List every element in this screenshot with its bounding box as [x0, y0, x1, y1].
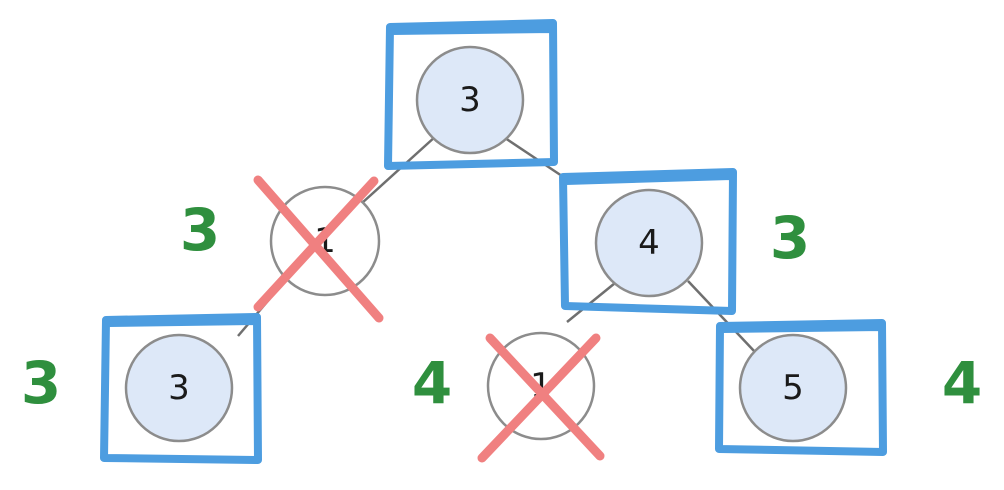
highlight-box-right-right [715, 319, 887, 456]
cross-stroke-a [253, 175, 384, 323]
annotation-left-left: 3 [21, 349, 61, 417]
cross-stroke-b [253, 176, 379, 312]
node-circle [738, 333, 848, 443]
highlight-box-left-left [100, 313, 262, 464]
cross-stroke-b [477, 333, 601, 463]
highlight-box-root [384, 19, 558, 170]
cross-right-left [477, 333, 605, 463]
node-circle [594, 188, 704, 298]
node-value: 5 [782, 368, 804, 408]
max-annotations: 3 3 3 4 4 [21, 196, 982, 417]
annotation-right-left: 4 [412, 349, 452, 417]
tree-node-root: 3 [415, 45, 525, 155]
node-value: 3 [168, 368, 190, 408]
cross-left [253, 175, 384, 323]
node-value: 4 [638, 223, 660, 263]
good-node-highlights [100, 19, 887, 464]
edge-right-rightright [687, 280, 756, 353]
tree-node-right-right: 5 [738, 333, 848, 443]
node-circle [124, 333, 234, 443]
node-circle [415, 45, 525, 155]
tree-node-right: 4 [594, 188, 704, 298]
annotation-right-right: 4 [942, 349, 982, 417]
tree-node-left-left: 3 [124, 333, 234, 443]
node-value: 3 [459, 80, 481, 120]
annotation-left: 3 [180, 196, 220, 264]
edge-right-rightleft [566, 278, 621, 323]
highlight-box-right [559, 168, 737, 315]
annotation-right: 3 [770, 204, 810, 272]
